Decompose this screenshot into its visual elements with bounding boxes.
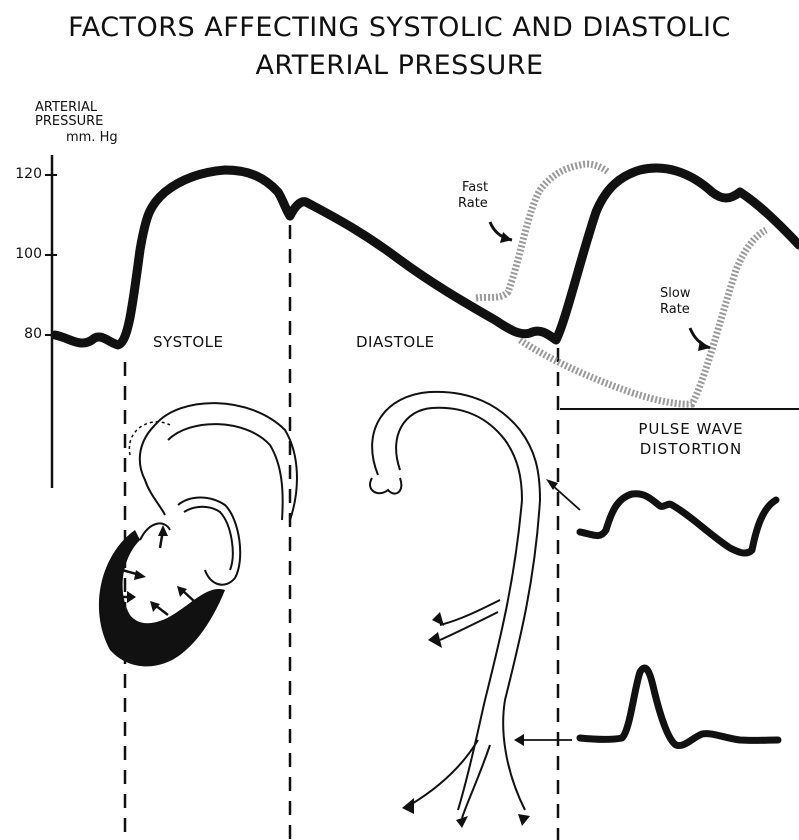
slow-rate-arrowhead [698, 340, 710, 351]
phase-label-diastole: DIASTOLE [356, 333, 435, 351]
phase-label-systole: SYSTOLE [153, 333, 224, 351]
upper-pointer-line [552, 485, 580, 510]
arterial-pressure-curve [55, 168, 799, 345]
fast-rate-arrowhead [500, 232, 512, 243]
pulse-wave-title-line-1: PULSE WAVE [598, 420, 784, 439]
y-axis-label-line-1: ARTERIAL [35, 101, 97, 115]
title-line-2: ARTERIAL PRESSURE [0, 50, 799, 81]
lower-pointer-head [514, 734, 524, 746]
y-tick-label-100: 100 [2, 246, 42, 262]
pulse-wave-proximal [580, 494, 776, 553]
slow-rate-label-line-2: Rate [660, 303, 690, 317]
aortic-tree-illustration [370, 392, 540, 828]
y-tick-label-80: 80 [2, 326, 42, 342]
y-tick-label-120: 120 [2, 166, 42, 182]
title-line-1: FACTORS AFFECTING SYSTOLIC AND DIASTOLIC [0, 12, 799, 43]
fast-rate-label-line-1: Fast [462, 181, 488, 195]
y-axis-label-line-3: mm. Hg [66, 131, 118, 145]
pulse-wave-distal [580, 668, 778, 746]
pulse-wave-title-line-2: DISTORTION [598, 440, 784, 459]
heart-systole-illustration [99, 403, 297, 666]
y-axis-label-line-2: PRESSURE [35, 115, 103, 129]
slow-rate-label-line-1: Slow [660, 287, 690, 301]
fast-rate-label-line-2: Rate [458, 197, 488, 211]
